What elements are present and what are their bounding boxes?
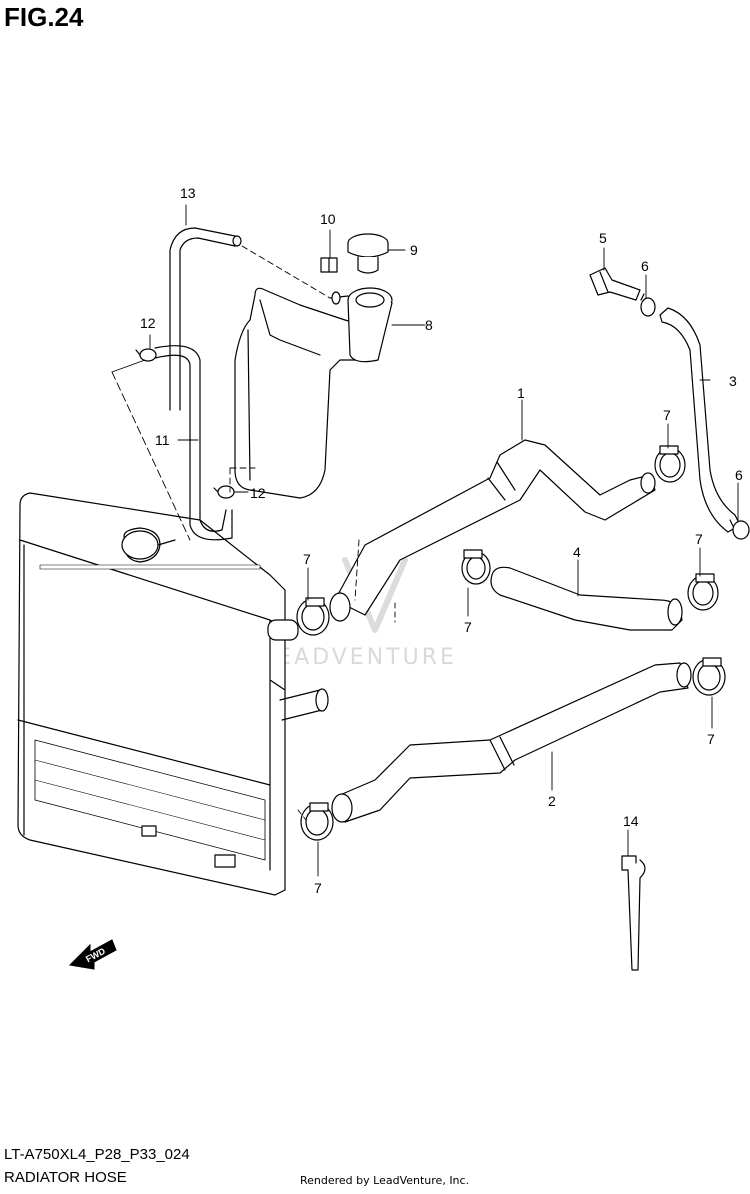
- callout-8: 8: [425, 317, 433, 333]
- cable-tie-14: [621, 855, 646, 971]
- clamp-7-d: [687, 573, 719, 611]
- clamp-12-lower: [213, 485, 235, 499]
- fitting-5: [589, 267, 641, 301]
- reservoir-cap: [347, 233, 389, 274]
- clamp-6-upper: [640, 293, 656, 317]
- radiator: [17, 492, 329, 896]
- clamp-7-f: [300, 802, 334, 841]
- clamp-7-e: [692, 657, 726, 696]
- clamp-7-b: [461, 549, 491, 585]
- callout-4: 4: [573, 544, 581, 560]
- callout-3: 3: [729, 373, 737, 389]
- figure-title: FIG.24: [4, 2, 84, 32]
- clamp-12-upper: [135, 348, 157, 362]
- callout-12-upper: 12: [140, 315, 156, 331]
- clamp-7-c: [654, 445, 686, 483]
- reservoir-hose-11: [154, 345, 233, 541]
- callout-11: 11: [155, 432, 170, 448]
- callout-7-f: 7: [314, 880, 322, 896]
- render-credit: Rendered by LeadVenture, Inc.: [300, 1174, 470, 1187]
- radiator-hose-3: [659, 307, 741, 533]
- callout-14: 14: [623, 813, 639, 829]
- radiator-hose-4: [490, 566, 683, 631]
- leader-lines: [111, 204, 739, 877]
- watermark-text: LEADVENTURE: [262, 645, 457, 670]
- callout-7-c: 7: [663, 407, 671, 423]
- diagram-code: LT-A750XL4_P28_P33_024: [4, 1146, 190, 1163]
- callout-7-a: 7: [303, 551, 311, 567]
- callout-13: 13: [180, 185, 196, 201]
- callout-6-lower: 6: [735, 467, 743, 483]
- callout-7-e: 7: [707, 731, 715, 747]
- fwd-direction-arrow: FWD: [68, 939, 117, 970]
- callout-10: 10: [320, 211, 336, 227]
- callout-1: 1: [517, 385, 525, 401]
- callout-7-b: 7: [464, 619, 472, 635]
- diagram-subtitle: RADIATOR HOSE: [4, 1169, 127, 1186]
- radiator-hose-2: [331, 662, 692, 823]
- callout-7-d: 7: [695, 531, 703, 547]
- callout-5: 5: [599, 230, 607, 246]
- callout-6-upper: 6: [641, 258, 649, 274]
- bolt-10: [320, 257, 338, 273]
- callout-12-lower: 12: [250, 485, 266, 501]
- reservoir-tank: [234, 287, 393, 499]
- clamp-6-lower: [729, 519, 750, 540]
- callout-9: 9: [410, 242, 418, 258]
- callout-numbers: 13 10 9 8 12 11 12 5 6 3 6 1 7 4 7 7 7 7…: [140, 185, 743, 896]
- overflow-hose-13: [169, 227, 236, 411]
- callout-2: 2: [548, 793, 556, 809]
- clamp-7-a: [296, 597, 330, 636]
- radiator-hose-1: [329, 439, 656, 622]
